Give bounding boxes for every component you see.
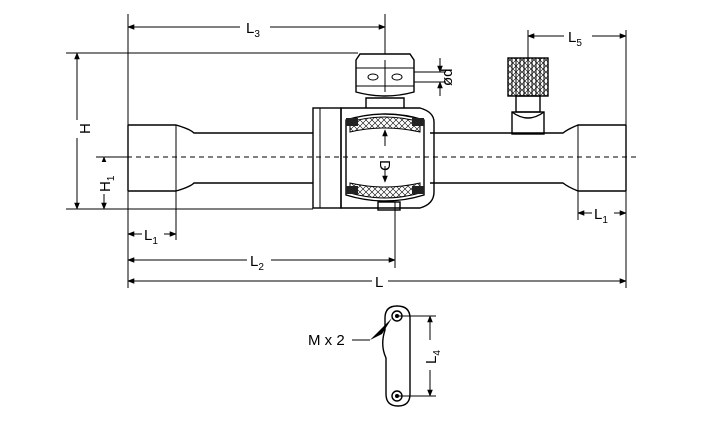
label-L4: L4 xyxy=(423,350,443,364)
mounting-bracket xyxy=(352,305,438,407)
valve-body xyxy=(312,107,435,268)
label-thread: M x 2 xyxy=(308,332,345,349)
dim-L3 xyxy=(127,14,386,125)
service-port xyxy=(507,57,549,135)
dim-L xyxy=(127,274,627,289)
right-pipe xyxy=(430,124,627,192)
dim-od xyxy=(414,58,446,96)
label-L: L xyxy=(375,274,383,291)
dim-L5 xyxy=(527,29,627,125)
dim-L2 xyxy=(127,253,396,268)
dim-H1 xyxy=(96,156,128,210)
label-L2: L2 xyxy=(250,253,264,273)
left-pipe xyxy=(127,124,313,192)
dim-H xyxy=(66,52,358,210)
dim-L1-left xyxy=(127,191,177,288)
label-L1-right: L1 xyxy=(594,206,608,226)
valve-cap xyxy=(355,53,415,108)
dim-L1-right xyxy=(577,191,627,288)
label-od: ød xyxy=(439,68,456,86)
label-H1: H1 xyxy=(97,175,117,192)
label-L1-left: L1 xyxy=(144,227,158,247)
label-L5: L5 xyxy=(568,29,582,49)
label-L3: L3 xyxy=(246,20,260,40)
label-H: H xyxy=(77,123,94,134)
ball xyxy=(345,113,425,202)
label-D: D xyxy=(376,160,393,171)
